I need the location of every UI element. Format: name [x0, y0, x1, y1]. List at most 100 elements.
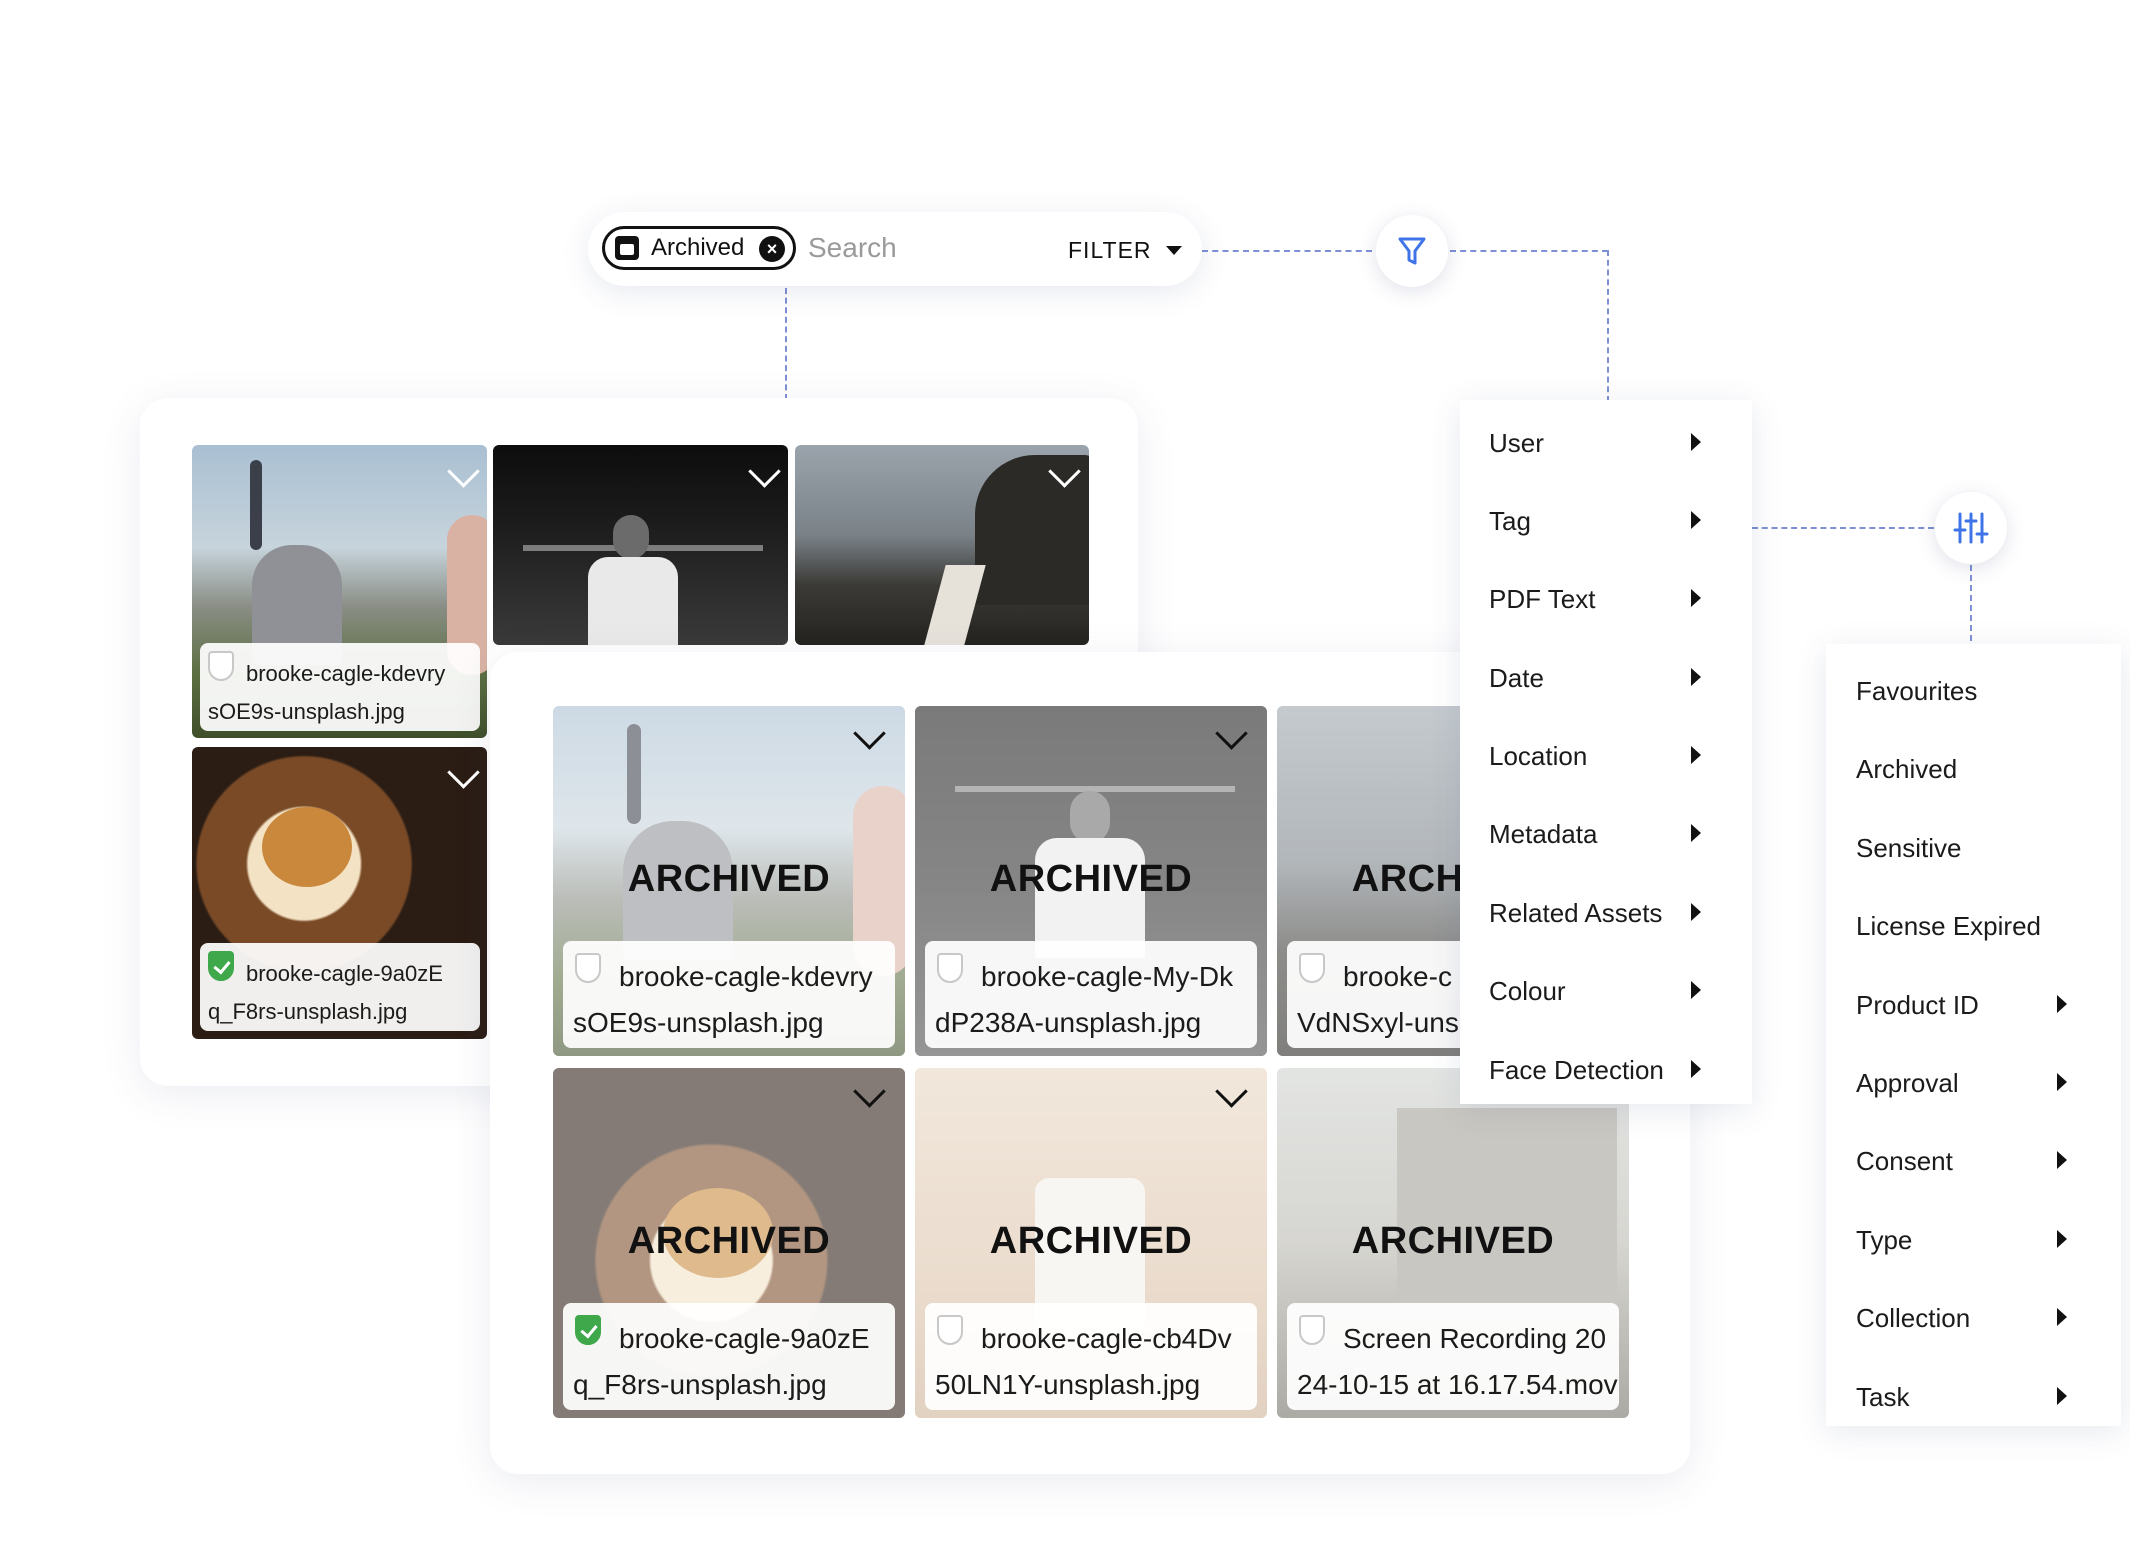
archived-label: ARCHIVED: [989, 1220, 1193, 1262]
quick-menu-item-collection[interactable]: Collection: [1826, 1291, 2121, 1345]
caret-right-icon: [2057, 1230, 2067, 1248]
filter-menu-item-colour[interactable]: Colour: [1460, 964, 1752, 1018]
connector-line: [1607, 250, 1609, 402]
asset-name-line2: q_F8rs-unsplash.jpg: [573, 1369, 827, 1400]
asset-caption: brooke-cagle-9a0zE q_F8rs-unsplash.jpg: [200, 943, 480, 1031]
menu-item-label: Collection: [1856, 1303, 1971, 1333]
archived-asset-tile[interactable]: ARCHIVED brooke-cagle-cb4Dv 50LN1Y-unspl…: [915, 1068, 1267, 1418]
advanced-filter-button[interactable]: [1935, 492, 2007, 564]
archived-asset-tile[interactable]: ARCHIVED brooke-cagle-My-Dk dP238A-unspl…: [915, 706, 1267, 1056]
asset-name-line1: Screen Recording 20: [1343, 1323, 1607, 1354]
archived-asset-tile[interactable]: ARCHIVED brooke-cagle-9a0zE q_F8rs-unspl…: [553, 1068, 905, 1418]
filter-menu-item-metadata[interactable]: Metadata: [1460, 807, 1752, 861]
archived-asset-tile[interactable]: ARCHIVED brooke-cagle-kdevry sOE9s-unspl…: [553, 706, 905, 1056]
person-head: [613, 515, 649, 559]
menu-item-label: Metadata: [1489, 819, 1598, 849]
person-silhouette: [627, 724, 641, 824]
caret-right-icon: [1691, 511, 1701, 529]
caret-right-icon: [1691, 668, 1701, 686]
asset-name-line1: brooke-cagle-kdevry: [246, 661, 446, 686]
sliders-icon: [1953, 512, 1989, 544]
asset-name-line2: sOE9s-unsplash.jpg: [208, 699, 405, 724]
person-body: [1035, 838, 1145, 958]
search-input[interactable]: Search: [808, 232, 897, 263]
caret-right-icon: [2057, 1308, 2067, 1326]
menu-item-label: Approval: [1856, 1068, 1959, 1098]
asset-name-line1: brooke-cagle-9a0zE: [619, 1323, 870, 1354]
quick-menu-item-type[interactable]: Type: [1826, 1213, 2121, 1267]
shield-icon: [1299, 1315, 1325, 1345]
caret-right-icon: [1691, 824, 1701, 842]
caret-right-icon: [1691, 433, 1701, 451]
caret-right-icon: [1691, 746, 1701, 764]
cliff-shape: [975, 455, 1089, 605]
shield-check-icon: [575, 1315, 601, 1345]
archived-label: ARCHIVED: [1351, 1220, 1555, 1262]
shield-icon: [937, 1315, 963, 1345]
asset-tile[interactable]: [795, 445, 1089, 645]
menu-item-label: Sensitive: [1856, 833, 1962, 863]
caret-right-icon: [2057, 1151, 2067, 1169]
chip-label: Archived: [651, 234, 745, 261]
filter-menu-item-tag[interactable]: Tag: [1460, 494, 1752, 548]
shield-icon: [208, 651, 234, 681]
asset-name-line1: brooke-cagle-kdevry: [619, 961, 873, 992]
quick-menu-item-favourites[interactable]: Favourites: [1826, 664, 2121, 718]
quick-filter-menu: Favourites Archived Sensitive License Ex…: [1826, 644, 2121, 1426]
filter-menu-item-related-assets[interactable]: Related Assets: [1460, 886, 1752, 940]
asset-caption: brooke-cagle-kdevry sOE9s-unsplash.jpg: [200, 643, 480, 731]
menu-item-label: Product ID: [1856, 990, 1979, 1020]
caret-down-icon[interactable]: [1166, 246, 1182, 255]
menu-item-label: Colour: [1489, 976, 1566, 1006]
menu-item-label: Face Detection: [1489, 1055, 1664, 1085]
asset-name-line2: dP238A-unsplash.jpg: [935, 1007, 1202, 1038]
quick-menu-item-product-id[interactable]: Product ID: [1826, 978, 2121, 1032]
caret-right-icon: [2057, 995, 2067, 1013]
close-icon[interactable]: ×: [759, 236, 785, 262]
menu-item-label: Consent: [1856, 1146, 1953, 1176]
archived-filter-chip[interactable]: Archived ×: [602, 226, 796, 270]
caret-right-icon: [1691, 1060, 1701, 1078]
asset-tile[interactable]: [493, 445, 788, 645]
filter-menu-item-date[interactable]: Date: [1460, 651, 1752, 705]
asset-name-line1: brooke-cagle-cb4Dv: [981, 1323, 1232, 1354]
menu-item-label: Archived: [1856, 754, 1958, 784]
quick-menu-item-approval[interactable]: Approval: [1826, 1056, 2121, 1110]
menu-item-label: Related Assets: [1489, 898, 1663, 928]
asset-tile[interactable]: brooke-cagle-kdevry sOE9s-unsplash.jpg: [192, 445, 487, 738]
asset-name-line1: brooke-cagle-My-Dk: [981, 961, 1234, 992]
funnel-icon: [1398, 237, 1426, 265]
connector-line: [1970, 565, 1972, 641]
food-shape: [663, 1188, 773, 1278]
asset-tile[interactable]: brooke-cagle-9a0zE q_F8rs-unsplash.jpg: [192, 747, 487, 1039]
menu-item-label: Tag: [1489, 506, 1531, 536]
connector-line: [1450, 250, 1608, 252]
archived-label: ARCHIVED: [627, 858, 831, 900]
filter-menu-item-face-detection[interactable]: Face Detection: [1460, 1043, 1752, 1097]
quick-menu-item-license-expired[interactable]: License Expired: [1826, 899, 2121, 953]
person-head: [1070, 791, 1110, 843]
filter-menu-item-location[interactable]: Location: [1460, 729, 1752, 783]
filter-funnel-button[interactable]: [1376, 215, 1448, 287]
person-silhouette: [250, 460, 262, 550]
asset-name-line2: VdNSxyl-uns: [1297, 1007, 1459, 1038]
asset-name-line2: sOE9s-unsplash.jpg: [573, 1007, 824, 1038]
menu-item-label: Type: [1856, 1225, 1913, 1255]
asset-caption: brooke-cagle-My-Dk dP238A-unsplash.jpg: [925, 941, 1257, 1048]
quick-menu-item-task[interactable]: Task: [1826, 1370, 2121, 1424]
archived-asset-tile[interactable]: ARCHIVED Screen Recording 20 24-10-15 at…: [1277, 1068, 1629, 1418]
filter-menu-item-pdf-text[interactable]: PDF Text: [1460, 572, 1752, 626]
asset-caption: Screen Recording 20 24-10-15 at 16.17.54…: [1287, 1303, 1619, 1410]
quick-menu-item-consent[interactable]: Consent: [1826, 1134, 2121, 1188]
asset-name-line1: brooke-c: [1343, 961, 1452, 992]
caret-right-icon: [1691, 981, 1701, 999]
caret-right-icon: [2057, 1073, 2067, 1091]
quick-menu-item-sensitive[interactable]: Sensitive: [1826, 821, 2121, 875]
caret-right-icon: [2057, 1387, 2067, 1405]
quick-menu-item-archived[interactable]: Archived: [1826, 742, 2121, 796]
asset-caption: brooke-cagle-kdevry sOE9s-unsplash.jpg: [563, 941, 895, 1048]
asset-name-line2: q_F8rs-unsplash.jpg: [208, 999, 408, 1024]
caret-right-icon: [1691, 903, 1701, 921]
filter-dropdown[interactable]: FILTER: [1068, 237, 1152, 263]
filter-menu-item-user[interactable]: User: [1460, 416, 1752, 470]
